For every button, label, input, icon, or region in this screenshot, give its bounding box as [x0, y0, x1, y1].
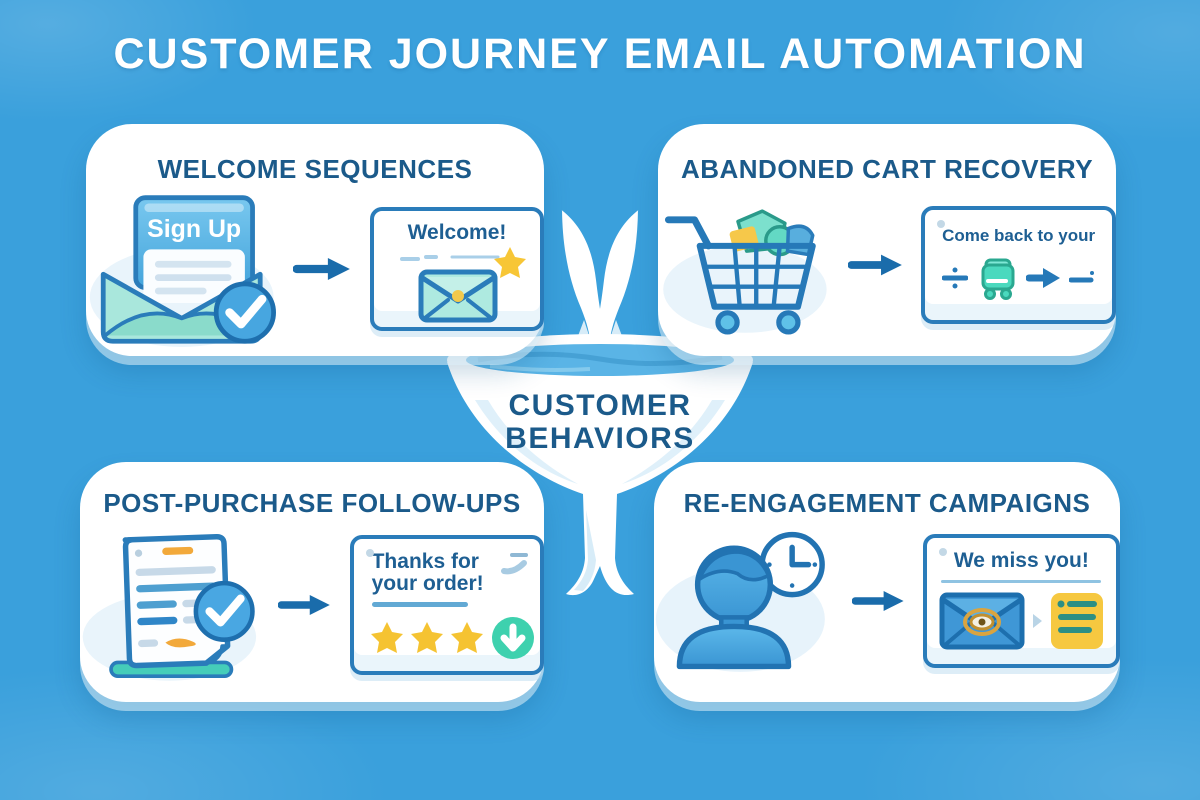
- funnel-label-line2: BEHAVIORS: [505, 422, 695, 455]
- panel-abandoned-cart: ABANDONED CART RECOVERY Come back to you…: [658, 124, 1117, 356]
- liquid-highlight: [489, 364, 591, 372]
- left-splash: [569, 320, 597, 360]
- order-receipt-check-icon: [82, 534, 257, 681]
- right-arrow-icon: [293, 257, 351, 281]
- mini-cart-icon: [981, 258, 1015, 300]
- welcome-email-star-icon: [399, 247, 526, 323]
- panel-post-purchase-heading: POST-PURCHASE FOLLOW-UPS: [103, 488, 521, 518]
- star-icon: [370, 621, 403, 653]
- panel-reengagement-heading: RE-ENGAGEMENT CAMPAIGNS: [683, 488, 1091, 518]
- right-splash: [603, 320, 631, 360]
- star-icon: [450, 621, 483, 653]
- funnel-label-line1: CUSTOMER: [508, 389, 691, 422]
- panel-welcome-sequences: WELCOME SEQUENCES Sign Up: [86, 124, 544, 356]
- star-icon: [493, 247, 526, 278]
- shopping-cart-items-icon: [663, 209, 827, 335]
- person-clock-icon: [655, 531, 825, 672]
- right-arrow-icon: [851, 591, 904, 611]
- card-corner-dot: [365, 549, 374, 557]
- thanks-card-line2: your order!: [371, 572, 484, 596]
- divider: [941, 580, 1102, 583]
- welcome-card-text: Welcome!: [407, 221, 507, 244]
- dash-icon: [1069, 271, 1095, 283]
- panel-post-purchase: POST-PURCHASE FOLLOW-UPS: [80, 462, 544, 702]
- panel-welcome-heading: WELCOME SEQUENCES: [157, 154, 473, 184]
- funnel-stem-shade: [574, 510, 596, 591]
- liquid-wave: [477, 351, 723, 367]
- missyou-card-text: We miss you!: [953, 549, 1089, 572]
- envelope-eye-icon: [939, 592, 1025, 650]
- signup-label: Sign Up: [147, 215, 241, 243]
- star-icon: [410, 621, 443, 653]
- pointer-triangle: [1032, 614, 1042, 628]
- thanks-card: Thanks for your order!: [349, 535, 544, 675]
- underline: [371, 601, 468, 607]
- comeback-card: Come back to your: [921, 206, 1117, 324]
- send-circle-icon: [491, 616, 534, 659]
- comeback-card-text: Come back to your: [942, 226, 1096, 245]
- thanks-card-line1: Thanks for: [371, 550, 479, 573]
- signup-envelope-check-icon: Sign Up: [89, 195, 276, 348]
- card-corner-dot: [937, 220, 946, 228]
- card-corner-dot: [938, 548, 947, 556]
- right-pour-stream: [593, 206, 668, 352]
- motion-dash-icon: [501, 553, 528, 575]
- welcome-email-card: Welcome!: [369, 207, 544, 331]
- right-arrow-icon: [847, 254, 902, 276]
- page-title: CUSTOMER JOURNEY EMAIL AUTOMATION: [113, 30, 1087, 78]
- missyou-card: We miss you!: [922, 534, 1120, 668]
- panel-reengagement: RE-ENGAGEMENT CAMPAIGNS We miss you!: [654, 462, 1120, 702]
- small-arrow-icon: [1026, 268, 1061, 288]
- right-arrow-icon: [278, 594, 331, 616]
- note-list-icon: [1050, 593, 1103, 649]
- panel-cart-heading: ABANDONED CART RECOVERY: [680, 154, 1094, 184]
- dash-divider-icon: [942, 267, 969, 289]
